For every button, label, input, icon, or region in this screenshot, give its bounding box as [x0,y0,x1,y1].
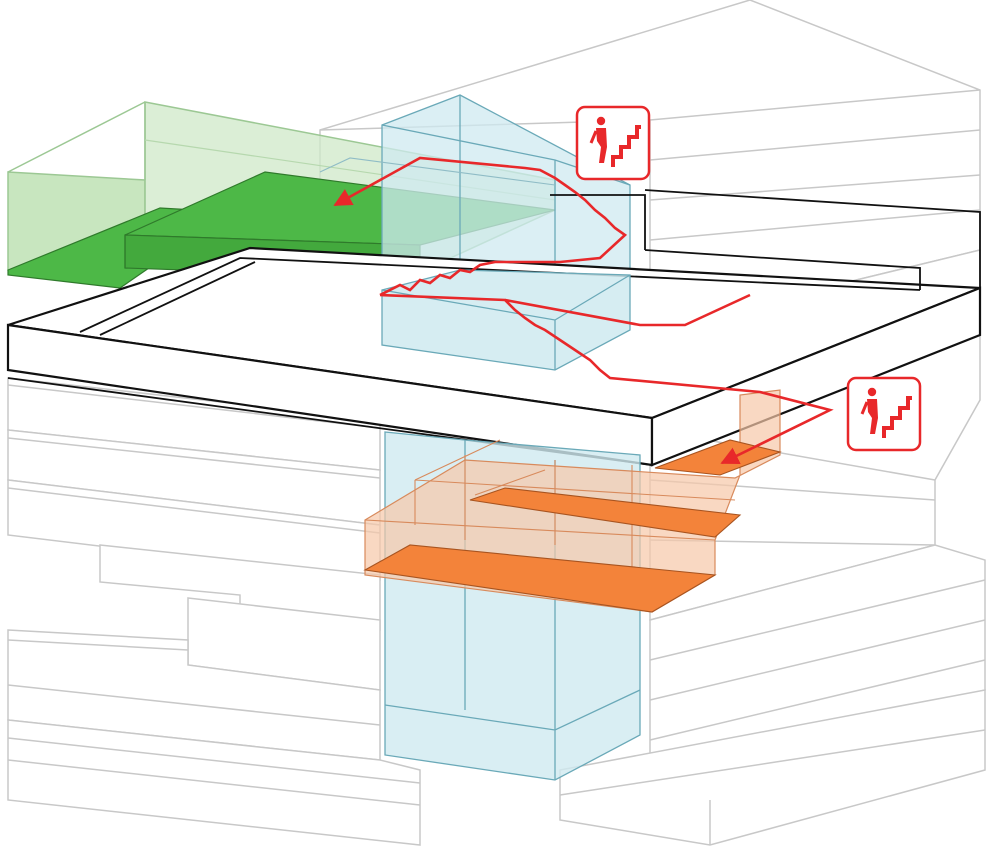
stairs-up-icon [575,105,651,181]
orange-stepped-volume [363,389,782,613]
route-to-green-floor [333,156,628,297]
orange-floor-bottom [363,544,717,613]
slab-right-face [650,286,982,467]
evacuation-route [333,156,834,465]
slab-inner-outline [79,257,921,336]
route-branch-right [504,293,751,327]
orange-floor-middle [469,487,742,538]
lower-right-volume-1 [649,544,986,771]
stairs-down-icon [846,376,922,452]
route-to-orange-floor [379,293,834,465]
lower-right-volume-2 [559,689,986,846]
